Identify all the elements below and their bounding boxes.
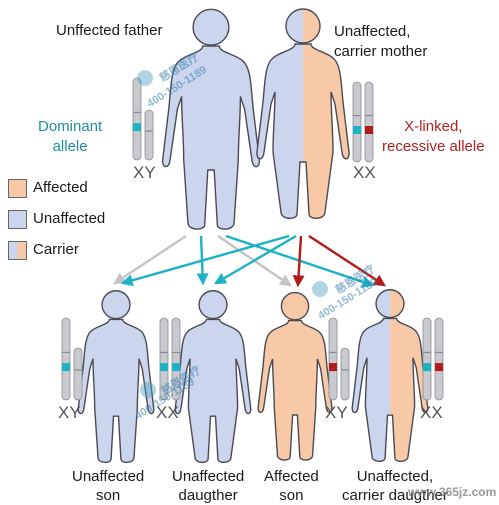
child4-figure-head-left bbox=[376, 289, 390, 318]
child3-figure-head bbox=[280, 291, 310, 321]
child2-label: Unaffected daugther bbox=[172, 468, 245, 504]
legend-swatch-carrier bbox=[8, 241, 27, 260]
father-figure-body bbox=[161, 45, 261, 230]
child4-label: Unaffected, carrier daugther bbox=[342, 468, 448, 504]
child2-chromosome-x2-allele-band bbox=[172, 363, 180, 372]
child4-chromosome-x1-allele-band bbox=[423, 363, 431, 372]
child2-chromosome-x2-body bbox=[171, 317, 181, 401]
child4-chromosome-x1-body bbox=[422, 317, 432, 401]
child3-figure-body bbox=[257, 319, 333, 461]
father-figure bbox=[161, 8, 261, 230]
mother-chromosome-x1-body bbox=[352, 81, 362, 163]
child3-chromosome-y bbox=[340, 347, 350, 401]
father-figure-head bbox=[192, 8, 230, 46]
child1-figure bbox=[77, 290, 155, 464]
child3-figure bbox=[257, 291, 333, 461]
child3-chromosome-x-body bbox=[328, 317, 338, 401]
child2-chromosome-x1 bbox=[159, 317, 169, 401]
watermark-site: www.365jz.com bbox=[408, 485, 497, 499]
mother-figure-body-left bbox=[256, 44, 303, 219]
child2-chromosome-label: XX bbox=[156, 403, 179, 422]
arrow-mother-dau4 bbox=[308, 234, 387, 287]
father-chromosome-y-body bbox=[144, 109, 154, 161]
child1-chromosome-y bbox=[73, 347, 83, 401]
child2-chromosome-x2 bbox=[171, 317, 181, 401]
figures-layer bbox=[77, 8, 429, 464]
child1-chromosome-x-allele-band bbox=[62, 363, 70, 372]
legend-swatch-affected bbox=[8, 179, 27, 198]
child1-figure-head bbox=[101, 290, 131, 320]
child1-figure-body bbox=[77, 318, 155, 464]
father-chromosome-x-allele-band bbox=[133, 123, 141, 132]
mother-chromosome-x1-allele-band bbox=[353, 126, 361, 134]
mother-chromosome-x2-allele-band bbox=[365, 126, 373, 134]
legend-label-unaffected: Unaffected bbox=[33, 210, 106, 227]
mother-chromosome-x2-body bbox=[364, 81, 374, 163]
arrows-layer bbox=[112, 234, 387, 288]
legend-label-affected: Affected bbox=[33, 179, 88, 196]
watermark-logo-icon bbox=[137, 70, 153, 86]
mother-chromosome-label: XX bbox=[353, 163, 376, 182]
arrow-mother-son3 bbox=[292, 235, 305, 288]
child4-chromosome-x2 bbox=[434, 317, 444, 401]
child2-chromosome-x1-allele-band bbox=[160, 363, 168, 372]
child1-label: Unaffected son bbox=[72, 468, 145, 504]
child1-chromosome-x bbox=[61, 317, 71, 401]
child3-chromosome-x bbox=[328, 317, 338, 401]
mother-chromosome-x1 bbox=[352, 81, 362, 163]
mother-figure-head-left bbox=[286, 9, 303, 43]
child1-chromosome-label: XY bbox=[58, 403, 81, 422]
child2-figure-head bbox=[198, 290, 228, 320]
xlinked-allele-label: X-linked, recessive allele bbox=[382, 118, 485, 155]
child3-chromosome-x-allele-band bbox=[329, 363, 337, 372]
child4-chromosome-x1 bbox=[422, 317, 432, 401]
mother-figure bbox=[256, 8, 350, 219]
mother-chromosome-x2 bbox=[364, 81, 374, 163]
child3-label: Affected son bbox=[264, 468, 319, 504]
watermark-logo-icon bbox=[140, 382, 156, 398]
child3-chromosome-label: XY bbox=[325, 403, 348, 422]
child4-figure-outline bbox=[351, 317, 429, 463]
mother-label: Unaffected, carrier mother bbox=[334, 23, 428, 60]
mother-figure-head-outline bbox=[285, 8, 321, 44]
child3-chromosome-y-body bbox=[340, 347, 350, 401]
father-chromosome-label: XY bbox=[133, 163, 156, 182]
mother-figure-left-half bbox=[256, 9, 303, 219]
child1-chromosome-y-body bbox=[73, 347, 83, 401]
child4-chromosome-x2-allele-band bbox=[435, 363, 443, 372]
arrow-mother-son1 bbox=[120, 234, 290, 287]
child4-chromosome-x2-body bbox=[434, 317, 444, 401]
child2-chromosome-x1-body bbox=[159, 317, 169, 401]
child4-figure-body-left bbox=[352, 318, 390, 462]
legend-label-carrier: Carrier bbox=[33, 241, 79, 258]
child4-figure bbox=[351, 289, 429, 463]
child4-figure-head-outline bbox=[375, 289, 405, 319]
child4-figure-left-half bbox=[352, 289, 390, 462]
dominant-allele-label: Dominant allele bbox=[38, 118, 103, 155]
father-chromosome-y bbox=[144, 109, 154, 161]
father-label: Unffected father bbox=[56, 22, 163, 39]
father-chromosome-x bbox=[132, 77, 142, 161]
arrow-mother-dau2 bbox=[213, 234, 297, 285]
mother-figure-outline bbox=[256, 43, 350, 219]
father-chromosome-x-body bbox=[132, 77, 142, 161]
legend-swatch-unaffected bbox=[8, 210, 27, 229]
chromosomes-layer bbox=[61, 77, 444, 401]
watermark-logo-icon bbox=[312, 281, 328, 297]
child1-chromosome-x-body bbox=[61, 317, 71, 401]
child4-chromosome-label: XX bbox=[420, 403, 443, 422]
